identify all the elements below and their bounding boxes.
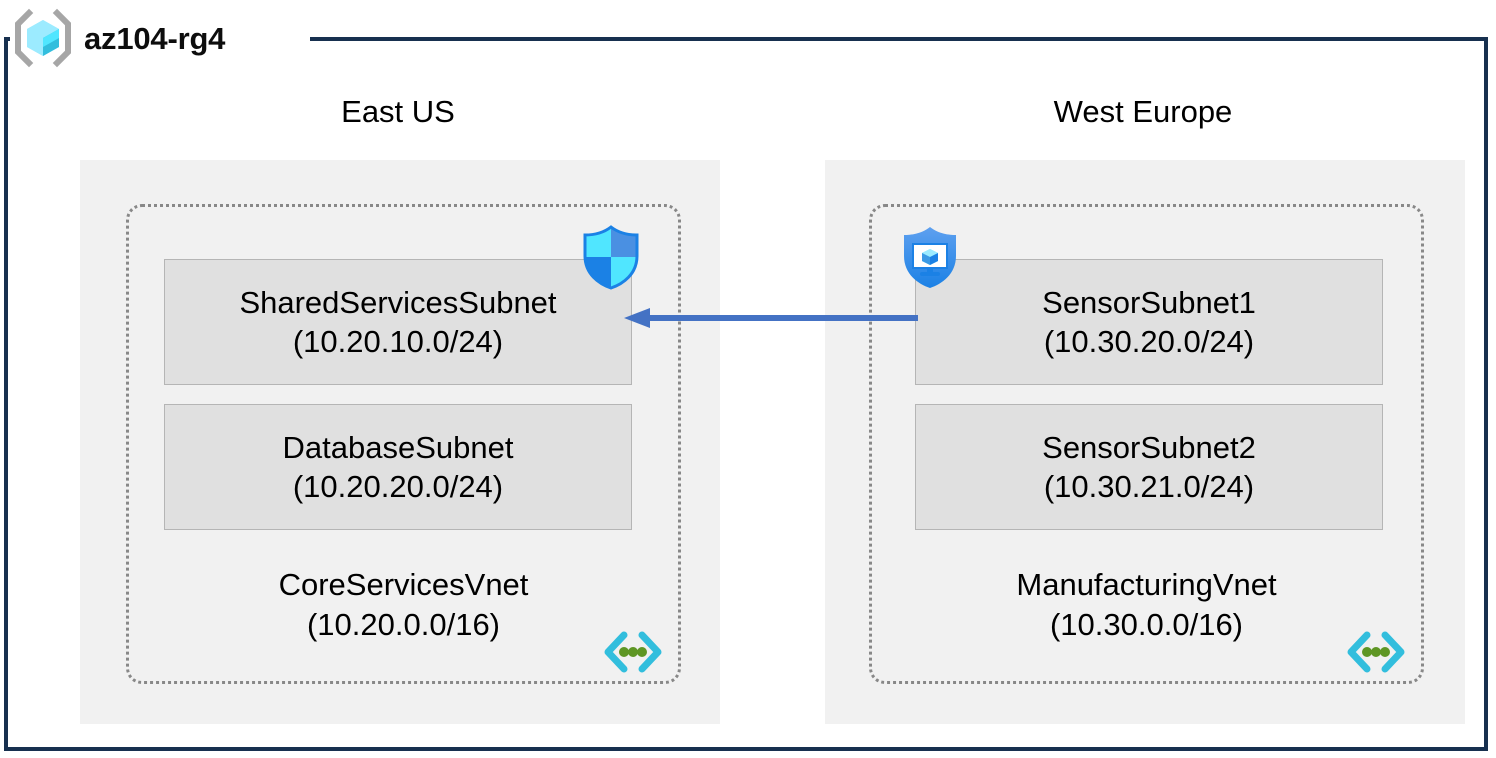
- subnet-sensor-2-cidr: (10.30.21.0/24): [1043, 469, 1255, 504]
- resource-group-cube-icon: [12, 7, 74, 69]
- vnet-peering-arrow: [622, 306, 922, 330]
- virtual-network-icon: [602, 629, 664, 675]
- application-security-group-shield-icon: [899, 224, 961, 290]
- subnet-sensor-1-cidr: (10.30.20.0/24): [1043, 324, 1255, 359]
- region-label-east-us: East US: [341, 94, 455, 129]
- resource-group-frame: [4, 37, 1488, 751]
- vnet-core-services[interactable]: CoreServicesVnet (10.20.0.0/16): [126, 204, 681, 684]
- vnet-manufacturing-name: ManufacturingVnet: [1016, 567, 1277, 602]
- virtual-network-icon: [1345, 629, 1407, 675]
- vnet-manufacturing[interactable]: ManufacturingVnet (10.30.0.0/16): [869, 204, 1424, 684]
- vnet-manufacturing-label: ManufacturingVnet (10.30.0.0/16): [872, 565, 1421, 644]
- network-security-group-shield-icon: [580, 224, 642, 290]
- subnet-sensor-2-name: SensorSubnet2: [1042, 429, 1256, 465]
- resource-group-header: az104-rg4: [12, 8, 225, 68]
- subnet-sensor-1-name: SensorSubnet1: [1042, 284, 1256, 320]
- resource-group-name: az104-rg4: [84, 20, 226, 56]
- subnet-database-name: DatabaseSubnet: [282, 429, 514, 465]
- subnet-shared-services-cidr: (10.20.10.0/24): [292, 324, 504, 359]
- subnet-sensor-1[interactable]: SensorSubnet1 (10.30.20.0/24): [915, 259, 1383, 385]
- vnet-core-services-name: CoreServicesVnet: [278, 567, 529, 602]
- vnet-core-services-cidr: (10.20.0.0/16): [306, 606, 501, 642]
- subnet-database-cidr: (10.20.20.0/24): [292, 469, 504, 504]
- resource-group-title-gap: [10, 24, 310, 52]
- subnet-sensor-2[interactable]: SensorSubnet2 (10.30.21.0/24): [915, 404, 1383, 530]
- subnet-database[interactable]: DatabaseSubnet (10.20.20.0/24): [164, 404, 632, 530]
- subnet-shared-services-name: SharedServicesSubnet: [239, 284, 557, 320]
- region-label-west-europe: West Europe: [1053, 94, 1233, 129]
- subnet-shared-services[interactable]: SharedServicesSubnet (10.20.10.0/24): [164, 259, 632, 385]
- vnet-core-services-label: CoreServicesVnet (10.20.0.0/16): [129, 565, 678, 644]
- vnet-manufacturing-cidr: (10.30.0.0/16): [1049, 606, 1244, 642]
